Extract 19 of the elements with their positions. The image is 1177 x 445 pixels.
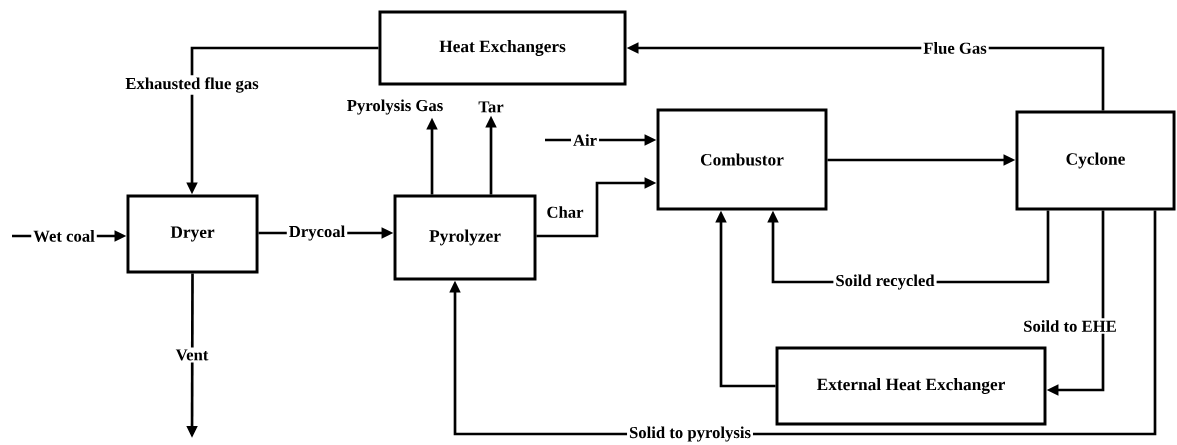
- edge-label: Flue Gas: [921, 40, 989, 56]
- stream-label: Pyrolysis Gas: [347, 99, 443, 115]
- edge-label: Solid to pyrolysis: [627, 424, 753, 444]
- edge-label: Soild to EHE: [1021, 318, 1119, 334]
- stream-label: Tar: [478, 101, 504, 113]
- edge-label: Drycoal: [286, 223, 348, 243]
- unit-box: Combustor: [656, 108, 828, 211]
- edge-label: Wet coal: [31, 228, 97, 244]
- unit-box: External Heat Exchanger: [775, 346, 1047, 426]
- arrow: [449, 210, 1157, 436]
- unit-box: Cyclone: [1015, 110, 1176, 211]
- unit-box: Dryer: [126, 194, 259, 274]
- edge-label: Char: [544, 204, 586, 220]
- edge-label: Vent: [173, 347, 211, 363]
- edge-label: Air: [571, 132, 600, 148]
- edge-label: Soild recycled: [833, 272, 937, 292]
- unit-box: Pyrolyzer: [393, 194, 537, 281]
- unit-box: Heat Exchangers: [378, 10, 627, 86]
- edge-label: Exhausted flue gas: [123, 75, 261, 95]
